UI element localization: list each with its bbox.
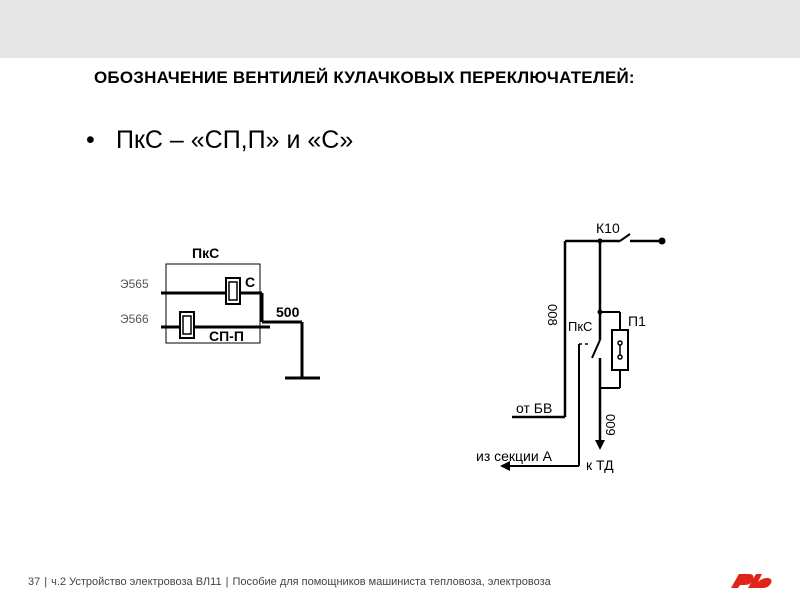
footer: 37|ч.2 Устройство электровоза ВЛ11|Пособ… bbox=[28, 576, 551, 588]
footer-part: ч.2 Устройство электровоза ВЛ11 bbox=[51, 576, 222, 588]
left-box-label: ПкС bbox=[192, 245, 219, 261]
bullet-text: ПкС – «СП,П» и «С» bbox=[116, 126, 354, 154]
pkc-contact bbox=[591, 339, 601, 359]
wire-500-label: 500 bbox=[276, 304, 300, 320]
e566-label: Э566 bbox=[120, 312, 149, 326]
k10-contact bbox=[619, 233, 631, 242]
top-banner bbox=[0, 0, 800, 58]
e565-label: Э565 bbox=[120, 277, 149, 291]
ot-bv-label: от БВ bbox=[516, 400, 552, 416]
rzd-logo-icon bbox=[731, 574, 772, 588]
p1-label: П1 bbox=[628, 313, 646, 329]
bullet-dot-icon: • bbox=[86, 126, 95, 154]
right-circuit-diagram: К10 008 П1 ПкС 009 bbox=[476, 220, 666, 473]
slide-title: ОБОЗНАЧЕНИЕ ВЕНТИЛЕЙ КУЛАЧКОВЫХ ПЕРЕКЛЮЧ… bbox=[94, 68, 635, 87]
left-circuit-diagram: ПкС Э565 Э566 С СП-П 500 bbox=[120, 245, 320, 380]
k10-label: К10 bbox=[596, 220, 620, 236]
k-td-label: к ТД bbox=[586, 457, 614, 473]
coil-spp-label: СП-П bbox=[209, 328, 244, 344]
footer-manual: Пособие для помощников машиниста теплово… bbox=[232, 576, 551, 588]
wire-009-label: 009 bbox=[603, 414, 618, 436]
pkc-valve-box bbox=[165, 263, 261, 344]
iz-sekcii-label: из секции А bbox=[476, 448, 553, 464]
section-a-arrow bbox=[500, 461, 510, 471]
right-pkc-label: ПкС bbox=[568, 319, 592, 334]
coil-c-label: С bbox=[245, 274, 255, 290]
page-number: 37 bbox=[28, 576, 41, 588]
wire-008-label: 008 bbox=[545, 304, 560, 326]
bullet-item: • ПкС – «СП,П» и «С» bbox=[86, 126, 353, 155]
